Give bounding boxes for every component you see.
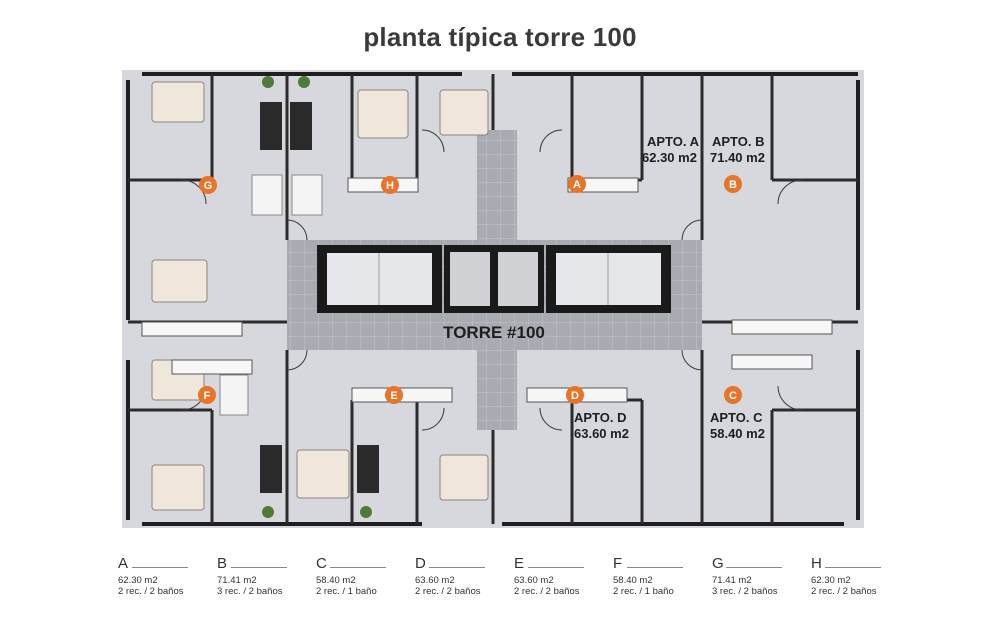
marker-c-label: C (729, 390, 737, 402)
legend-desc: 3 rec. / 2 baños (712, 586, 778, 597)
marker-c (724, 386, 742, 404)
legend-area: 58.40 m2 (316, 575, 356, 586)
floor-plan: TORRE #100 APTO. A 62.30 m2 APTO. B 71.4… (122, 70, 864, 528)
page-title: planta típica torre 100 (363, 22, 637, 52)
legend-letter: G (712, 555, 724, 572)
apt-c-area: 58.40 m2 (710, 426, 765, 441)
legend-item-h: H 62.30 m2 2 rec. / 2 baños (811, 556, 906, 597)
plants (262, 76, 372, 518)
legend-area: 58.40 m2 (613, 575, 653, 586)
legend-area: 63.60 m2 (415, 575, 455, 586)
tower-label: TORRE #100 (443, 323, 545, 342)
bed-furniture (151, 81, 489, 511)
legend-letter: D (415, 555, 426, 572)
apt-b-name: APTO. B (712, 134, 765, 149)
legend-area: 71.41 m2 (712, 575, 752, 586)
legend-item-a: A 62.30 m2 2 rec. / 2 baños (118, 556, 213, 597)
legend-area: 62.30 m2 (811, 575, 851, 586)
legend-item-b: B 71.41 m2 3 rec. / 2 baños (217, 556, 312, 597)
legend-area: 62.30 m2 (118, 575, 158, 586)
stair-core-left (317, 245, 442, 313)
marker-b-label: B (729, 179, 737, 191)
legend-item-g: G 71.41 m2 3 rec. / 2 baños (712, 556, 807, 597)
legend-letter: C (316, 555, 327, 572)
marker-d (566, 386, 584, 404)
dining-tables (219, 174, 323, 416)
legend-desc: 2 rec. / 1 baño (613, 586, 674, 597)
legend-letter: F (613, 555, 623, 572)
marker-f (198, 386, 216, 404)
legend-desc: 2 rec. / 2 baños (415, 586, 481, 597)
legend-desc: 2 rec. / 2 baños (118, 586, 184, 597)
marker-h (381, 176, 399, 194)
marker-b (724, 175, 742, 193)
elevator-core (444, 245, 544, 313)
marker-e (385, 386, 403, 404)
legend-item-c: C 58.40 m2 2 rec. / 1 baño (316, 556, 411, 597)
apt-c-name: APTO. C (710, 410, 763, 425)
legend-item-f: F 58.40 m2 2 rec. / 1 baño (613, 556, 708, 597)
marker-g-label: G (204, 180, 213, 192)
legend-letter: H (811, 555, 822, 572)
legend-letter: B (217, 555, 228, 572)
apt-a-name: APTO. A (647, 134, 700, 149)
door-swings (181, 129, 803, 431)
stair-core-right (546, 245, 671, 313)
legend-desc: 2 rec. / 2 baños (514, 586, 580, 597)
unit-legend: A 62.30 m2 2 rec. / 2 baños B 71.41 m2 3… (118, 556, 908, 597)
marker-e-label: E (390, 390, 397, 402)
marker-d-label: D (571, 390, 579, 402)
legend-letter: E (514, 555, 525, 572)
marker-h-label: H (386, 180, 394, 192)
legend-item-d: D 63.60 m2 2 rec. / 2 baños (415, 556, 510, 597)
marker-g (199, 176, 217, 194)
exterior-walls (126, 72, 860, 526)
legend-area: 63.60 m2 (514, 575, 554, 586)
marker-a-label: A (573, 179, 581, 191)
apt-d-name: APTO. D (574, 410, 627, 425)
marker-f-label: F (204, 390, 211, 402)
marker-a (568, 175, 586, 193)
apt-b-area: 71.40 m2 (710, 150, 765, 165)
living-furniture (260, 102, 379, 493)
legend-desc: 2 rec. / 2 baños (811, 586, 877, 597)
apt-d-area: 63.60 m2 (574, 426, 629, 441)
legend-item-e: E 63.60 m2 2 rec. / 2 baños (514, 556, 609, 597)
legend-area: 71.41 m2 (217, 575, 257, 586)
legend-desc: 3 rec. / 2 baños (217, 586, 283, 597)
apt-a-area: 62.30 m2 (642, 150, 697, 165)
legend-letter: A (118, 555, 129, 572)
legend-desc: 2 rec. / 1 baño (316, 586, 377, 597)
